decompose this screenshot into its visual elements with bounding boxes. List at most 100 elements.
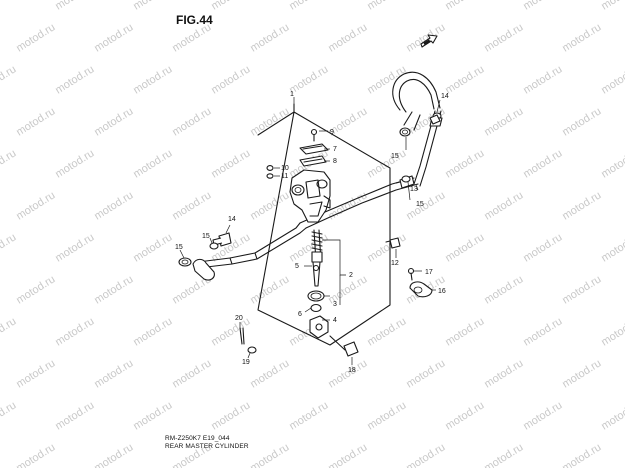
clevis-washer [247,346,257,354]
figure-title: FIG.44 [176,13,213,27]
watermark-text: motod.ru [170,21,213,54]
watermark-text: motod.ru [482,189,525,222]
callout-3: 3 [333,301,337,308]
watermark-text: motod.ru [404,441,447,468]
callout-11: 11 [281,173,288,180]
watermark-text: motod.ru [365,399,408,432]
watermark-text: motod.ru [482,357,525,390]
watermark-text: motod.ru [14,21,57,54]
watermark-text: motod.ru [482,21,525,54]
watermark-text: motod.ru [443,399,486,432]
callout-5: 5 [295,263,299,270]
watermark-text: motod.ru [92,273,135,306]
watermark-text: motod.ru [287,0,330,13]
watermark-text: motod.ru [365,147,408,180]
watermark-text: motod.ru [404,21,447,54]
watermark-text: motod.ru [443,231,486,264]
watermark-text: motod.ru [365,315,408,348]
watermark-text: motod.ru [131,147,174,180]
watermark-text: motod.ru [599,315,625,348]
watermark-text: motod.ru [131,0,174,13]
callout-16: 16 [438,288,446,295]
watermark-text: motod.ru [326,441,369,468]
watermark-text: motod.ru [521,147,564,180]
front-arrow-icon [420,34,438,48]
watermark-text: motod.ru [599,0,625,13]
watermark-text: motod.ru [326,189,369,222]
watermark-text: motod.ru [170,105,213,138]
watermark-text: motod.ru [209,399,252,432]
watermark-text: motod.ru [131,63,174,96]
push-rod-nut [310,303,322,313]
lower-gasket [401,175,411,183]
watermark-text: motod.ru [209,315,252,348]
watermark-text: motod.ru [0,315,18,348]
watermark-text: motod.ru [14,273,57,306]
callout-17: 17 [425,269,433,276]
watermark-text: motod.ru [92,441,135,468]
watermark-text: motod.ru [482,441,525,468]
watermark-text: motod.ru [599,63,625,96]
callout-4: 4 [333,317,337,324]
watermark-text: motod.ru [248,189,291,222]
watermark-text: motod.ru [92,105,135,138]
callout-14-left: 14 [228,216,236,223]
watermark-text: motod.ru [326,21,369,54]
callout-7: 7 [333,146,337,153]
watermark-text: motod.ru [521,315,564,348]
watermark-text: motod.ru [521,399,564,432]
watermark-text: motod.ru [404,189,447,222]
watermark-text: motod.ru [599,399,625,432]
watermark-text: motod.ru [560,273,603,306]
watermark-text: motod.ru [482,273,525,306]
watermark-text: motod.ru [521,63,564,96]
clevis-bolt [329,335,359,357]
watermark-text: motod.ru [14,189,57,222]
watermark-text: motod.ru [0,231,18,264]
watermark-text: motod.ru [92,189,135,222]
watermark-text: motod.ru [404,357,447,390]
callout-15-upper: 15 [391,153,399,160]
watermark-text: motod.ru [248,105,291,138]
callout-19: 19 [242,359,250,366]
watermark-text: motod.ru [53,147,96,180]
master-cylinder-body [289,169,331,223]
watermark-text: motod.ru [365,231,408,264]
cap-oring-11 [266,173,274,179]
clevis [309,315,329,339]
watermark-text: motod.ru [92,21,135,54]
watermark-text: motod.ru [170,189,213,222]
watermark-text: motod.ru [560,21,603,54]
upper-gasket [399,127,411,137]
watermark-text: motod.ru [53,315,96,348]
callout-8: 8 [333,158,337,165]
watermark-text: motod.ru [0,399,18,432]
watermark-text: motod.ru [365,0,408,13]
callout-13: 13 [410,186,418,193]
watermark-text: motod.ru [53,63,96,96]
watermark-text: motod.ru [443,63,486,96]
watermark-text: motod.ru [248,357,291,390]
callout-15-left: 15 [175,244,183,251]
watermark-text: motod.ru [482,105,525,138]
left-gasket [209,242,219,250]
watermark-text: motod.ru [14,357,57,390]
watermark-text: motod.ru [209,0,252,13]
watermark-text: motod.ru [14,441,57,468]
watermark-text: motod.ru [170,357,213,390]
watermark-text: motod.ru [209,147,252,180]
callout-2: 2 [349,272,353,279]
watermark-text: motod.ru [92,357,135,390]
leader-lines [179,97,441,365]
watermark-text: motod.ru [365,63,408,96]
watermark-text: motod.ru [560,189,603,222]
watermark-text: motod.ru [0,0,18,13]
callout-9: 9 [330,129,334,136]
callout-15-lower: 15 [416,201,424,208]
watermark-text: motod.ru [0,63,18,96]
watermark-text: motod.ru [443,315,486,348]
watermark-text: motod.ru [53,231,96,264]
callout-labels: 1 2 3 4 5 6 7 8 9 10 11 12 13 14 14 15 1… [175,91,449,374]
